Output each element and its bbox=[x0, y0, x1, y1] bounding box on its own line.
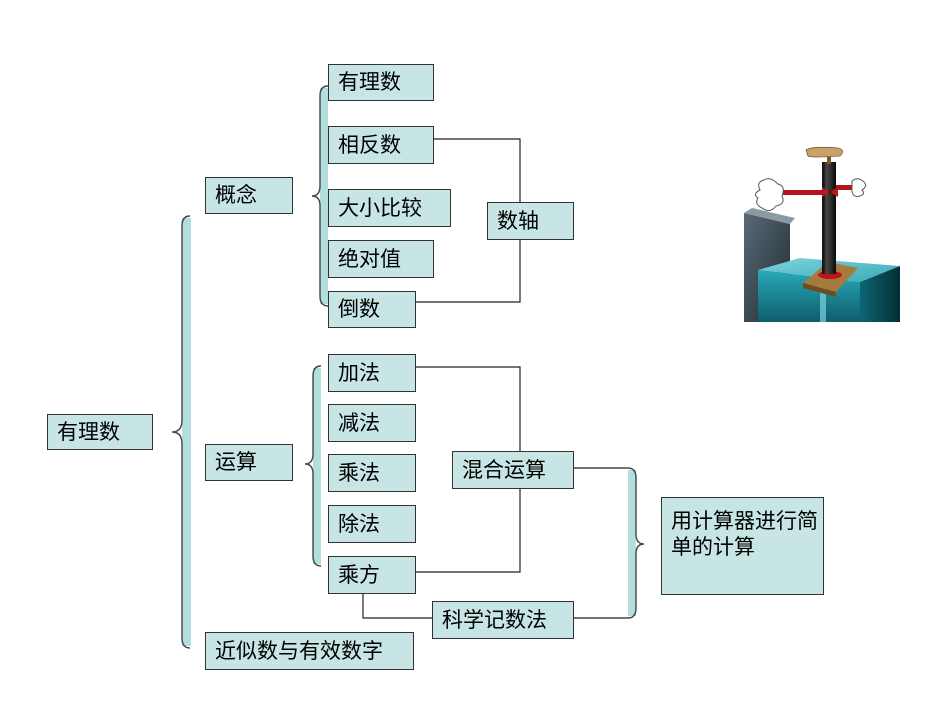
concept-item: 大小比较 bbox=[328, 189, 451, 227]
scientific-notation-label: 科学记数法 bbox=[442, 607, 547, 632]
concept-node: 概念 bbox=[205, 177, 293, 214]
operation-item-label: 除法 bbox=[338, 511, 380, 536]
concept-item: 倒数 bbox=[328, 291, 416, 328]
operation-item: 乘方 bbox=[328, 556, 416, 594]
concept-item: 有理数 bbox=[328, 64, 434, 101]
operation-item-label: 减法 bbox=[338, 410, 380, 435]
concept-item-label: 大小比较 bbox=[338, 195, 422, 220]
concept-item: 绝对值 bbox=[328, 240, 434, 278]
calculator-label: 用计算器进行简单的计算 bbox=[671, 509, 818, 560]
operation-item-label: 加法 bbox=[338, 360, 380, 385]
concept-item-label: 有理数 bbox=[338, 70, 401, 95]
root-node-label: 有理数 bbox=[57, 419, 120, 444]
root-node: 有理数 bbox=[47, 414, 153, 450]
root-bracket bbox=[171, 215, 191, 649]
operation-node: 运算 bbox=[205, 444, 293, 481]
operation-item: 乘法 bbox=[328, 454, 416, 492]
operation-item: 加法 bbox=[328, 354, 416, 392]
approx-node: 近似数与有效数字 bbox=[205, 632, 414, 670]
operation-item-label: 乘方 bbox=[338, 562, 380, 587]
operation-bracket-shade bbox=[313, 368, 321, 564]
approx-node-label: 近似数与有效数字 bbox=[215, 638, 383, 663]
concept-item: 相反数 bbox=[328, 126, 434, 164]
operation-item-label: 乘法 bbox=[338, 460, 380, 485]
calculator-node: 用计算器进行简单的计算 bbox=[661, 497, 824, 595]
calculator-bracket bbox=[627, 467, 645, 619]
concept-node-label: 概念 bbox=[215, 183, 257, 208]
operation-item: 减法 bbox=[328, 404, 416, 442]
scientific-notation-node: 科学记数法 bbox=[432, 601, 574, 639]
concept-item-label: 相反数 bbox=[338, 132, 401, 157]
mixed-operation-label: 混合运算 bbox=[462, 457, 546, 482]
concept-item-label: 倒数 bbox=[338, 297, 380, 322]
root-bracket-shade bbox=[182, 218, 191, 646]
calculator-bracket-shade bbox=[628, 470, 636, 616]
concept-bracket-shade bbox=[320, 88, 328, 304]
power-to-scientific-connector bbox=[362, 594, 432, 619]
operation-bracket bbox=[304, 365, 322, 567]
number-line-label: 数轴 bbox=[497, 208, 539, 233]
number-line-node: 数轴 bbox=[487, 202, 574, 240]
operation-node-label: 运算 bbox=[215, 450, 257, 475]
mixed-operation-node: 混合运算 bbox=[452, 451, 574, 489]
concept-item-label: 绝对值 bbox=[338, 246, 401, 271]
concept-bracket bbox=[311, 85, 329, 307]
operation-item: 除法 bbox=[328, 505, 416, 543]
